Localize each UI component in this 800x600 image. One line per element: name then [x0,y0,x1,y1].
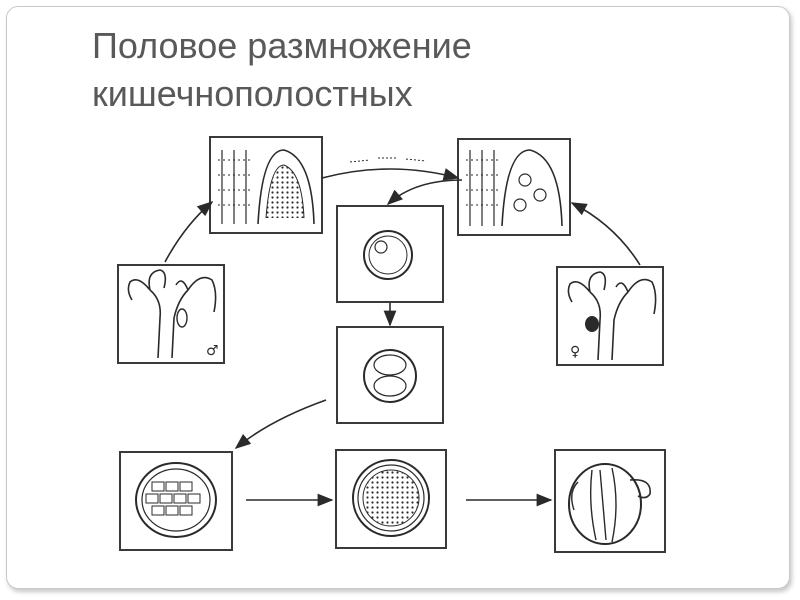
panel-blastula [120,452,232,550]
panel-fertilized-egg [337,206,443,302]
panel-egg-medusa [458,139,570,235]
panel-male-polyp: ♂ [118,265,224,363]
panel-gastrula [336,450,446,548]
arrow-male-polyp-to-medusa [165,202,212,262]
arrow-female-polyp-to-medusa [572,203,640,265]
male-symbol: ♂ [206,343,219,359]
panel-female-polyp: ♀ [557,267,663,365]
panel-two-cell [337,327,443,423]
arrow-two-cell-to-blastula [236,400,326,448]
arrow-sperm-to-egg-medusa [322,169,458,178]
panel-sperm-medusa [210,137,322,233]
arrow-medusa-to-egg [388,180,462,204]
panel-planula [555,450,665,552]
female-symbol: ♀ [570,344,580,360]
